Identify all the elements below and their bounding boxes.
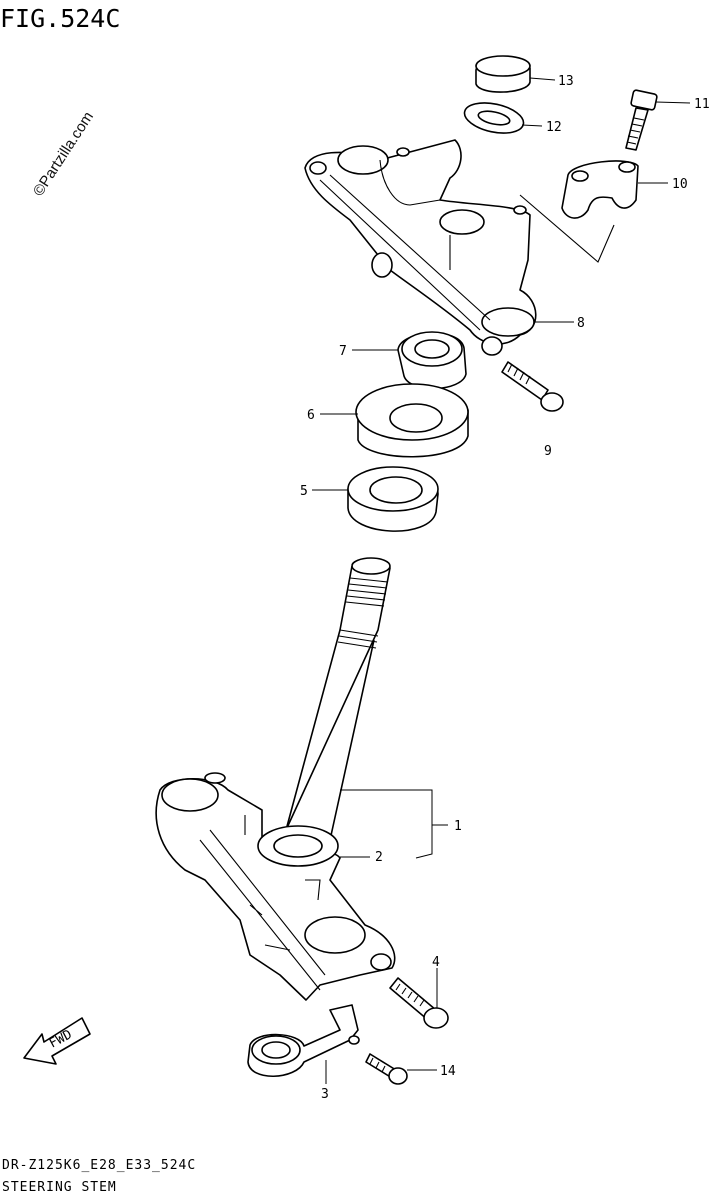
callout-3: 3: [321, 1087, 329, 1102]
callout-2: 2: [375, 850, 383, 865]
part-11-bolt[interactable]: [625, 89, 658, 151]
callout-13: 13: [558, 74, 574, 89]
callout-4: 4: [432, 955, 440, 970]
callout-11: 11: [694, 97, 710, 112]
callout-12: 12: [546, 120, 562, 135]
figure-title: FIG.524C: [0, 4, 121, 33]
callout-14: 14: [440, 1064, 456, 1079]
footer-section-name: STEERING STEM: [2, 1180, 117, 1195]
fwd-arrow-icon: FWD: [23, 1017, 91, 1065]
part-6-dust-seal[interactable]: [355, 383, 469, 458]
part-3-cable-guide[interactable]: [247, 1004, 360, 1078]
part-14-screw[interactable]: [365, 1053, 408, 1085]
part-4-bolt[interactable]: [389, 977, 449, 1029]
footer-model-code: DR-Z125K6_E28_E33_524C: [2, 1158, 197, 1173]
callout-8: 8: [577, 316, 585, 331]
callout-10: 10: [672, 177, 688, 192]
part-13-cap[interactable]: [475, 55, 531, 93]
part-12-washer[interactable]: [462, 98, 527, 138]
part-1-steering-stem[interactable]: [155, 557, 396, 1001]
callout-9: 9: [544, 444, 552, 459]
callout-7: 7: [339, 344, 347, 359]
part-9-bolt[interactable]: [501, 361, 564, 412]
part-8-upper-bracket[interactable]: [304, 139, 537, 356]
part-7-nut[interactable]: [397, 331, 467, 390]
callout-5: 5: [300, 484, 308, 499]
callout-1: 1: [454, 819, 462, 834]
part-10-handlebar-holder[interactable]: [561, 160, 639, 219]
part-5-bearing[interactable]: [347, 466, 439, 532]
callout-6: 6: [307, 408, 315, 423]
